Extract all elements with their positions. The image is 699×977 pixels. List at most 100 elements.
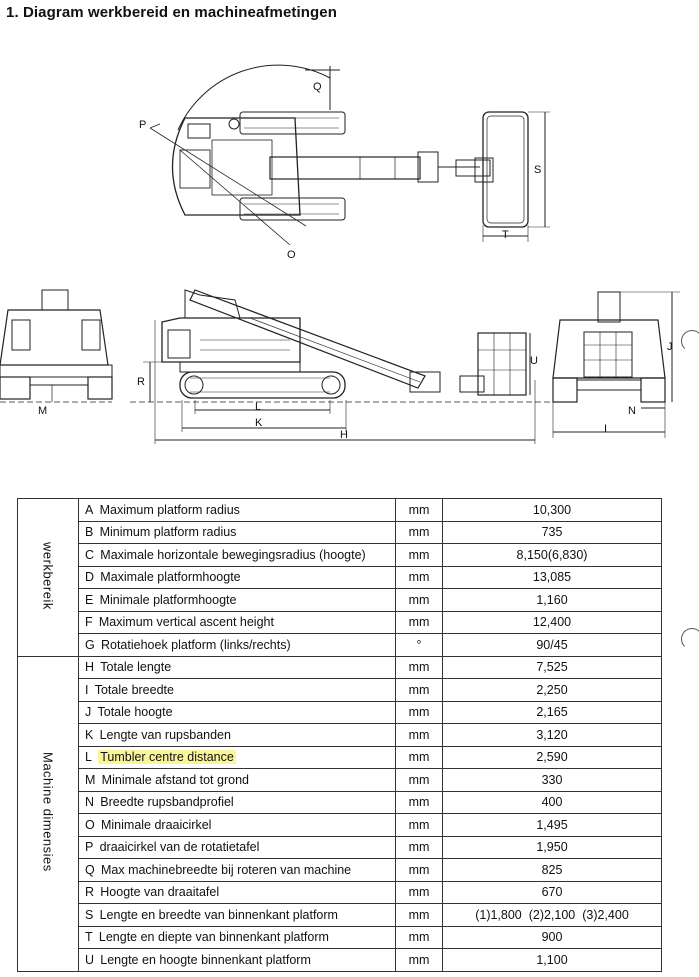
spec-label: Maximale platformhoogte bbox=[100, 570, 241, 585]
spec-label: draaicirkel van de rotatietafel bbox=[99, 840, 260, 855]
spec-value: 12,400 bbox=[442, 610, 662, 634]
spec-key: I bbox=[85, 682, 89, 697]
spec-label-cell: T Lengte en diepte van binnenkant platfo… bbox=[78, 925, 396, 949]
spec-value: 1,950 bbox=[442, 835, 662, 859]
binder-hole-mark bbox=[681, 628, 699, 650]
spec-key: C bbox=[85, 547, 95, 562]
machine-dimensions-diagram: Q P O S T M bbox=[0, 64, 680, 444]
spec-value: 670 bbox=[442, 880, 662, 904]
spec-value: 8,150(6,830) bbox=[442, 543, 662, 567]
spec-label-cell: J Totale hoogte bbox=[78, 700, 396, 724]
spec-key: R bbox=[85, 885, 95, 900]
spec-label-cell: N Breedte rupsbandprofiel bbox=[78, 790, 396, 814]
label-h: H bbox=[340, 429, 348, 441]
label-s: S bbox=[534, 164, 541, 176]
spec-key: J bbox=[85, 705, 92, 720]
spec-label: Hoogte van draaitafel bbox=[100, 885, 220, 900]
spec-value: (1)1,800 (2)2,100 (3)2,400 bbox=[442, 903, 662, 927]
group-label-cell: werkbereik bbox=[17, 498, 79, 657]
spec-label: Maximum platform radius bbox=[99, 502, 240, 517]
spec-value: 10,300 bbox=[442, 498, 662, 522]
spec-key: K bbox=[85, 727, 94, 742]
page-title: 1. Diagram werkbereid en machineafmeting… bbox=[6, 4, 337, 21]
spec-value: 330 bbox=[442, 768, 662, 792]
spec-label-cell: K Lengte van rupsbanden bbox=[78, 723, 396, 747]
spec-key: L bbox=[85, 750, 92, 765]
label-q: Q bbox=[313, 81, 322, 93]
binder-hole-mark bbox=[681, 330, 699, 352]
spec-label: Totale breedte bbox=[94, 682, 174, 697]
spec-key: D bbox=[85, 570, 95, 585]
spec-unit: mm bbox=[395, 880, 443, 904]
spec-unit: mm bbox=[395, 520, 443, 544]
spec-label-cell: I Totale breedte bbox=[78, 678, 396, 702]
spec-key: N bbox=[85, 795, 95, 810]
spec-label: Lengte van rupsbanden bbox=[99, 727, 231, 742]
spec-key: G bbox=[85, 637, 95, 652]
label-i: I bbox=[604, 423, 607, 435]
spec-key: F bbox=[85, 615, 93, 630]
spec-key: M bbox=[85, 772, 96, 787]
group-label: werkbereik bbox=[40, 541, 56, 610]
spec-label-cell: A Maximum platform radius bbox=[78, 498, 396, 522]
spec-label: Maximale horizontale bewegingsradius (ho… bbox=[100, 547, 366, 562]
spec-key: P bbox=[85, 840, 94, 855]
spec-value: 400 bbox=[442, 790, 662, 814]
spec-value: 735 bbox=[442, 520, 662, 544]
spec-label: Maximum vertical ascent height bbox=[98, 615, 274, 630]
rear-view: J N I bbox=[552, 291, 680, 438]
spec-label: Minimale draaicirkel bbox=[100, 817, 212, 832]
spec-unit: mm bbox=[395, 700, 443, 724]
group-label-cell: Machine dimensies bbox=[17, 655, 79, 972]
spec-value: 2,590 bbox=[442, 745, 662, 769]
spec-value: 2,250 bbox=[442, 678, 662, 702]
spec-label-cell: O Minimale draaicirkel bbox=[78, 813, 396, 837]
label-k: K bbox=[255, 417, 263, 429]
label-l: L bbox=[255, 401, 261, 413]
spec-key: Q bbox=[85, 862, 95, 877]
spec-key: B bbox=[85, 525, 94, 540]
spec-label-cell: D Maximale platformhoogte bbox=[78, 565, 396, 589]
table-row: Q Max machinebreedte bij roteren van mac… bbox=[18, 858, 662, 882]
spec-label-cell: F Maximum vertical ascent height bbox=[78, 610, 396, 634]
spec-label-cell: R Hoogte van draaitafel bbox=[78, 880, 396, 904]
spec-value: 7,525 bbox=[442, 655, 662, 679]
top-view: Q P O S T bbox=[139, 64, 550, 261]
table-row: S Lengte en breedte van binnenkant platf… bbox=[18, 903, 662, 927]
label-u: U bbox=[530, 355, 538, 367]
spec-value: 2,165 bbox=[442, 700, 662, 724]
spec-label-cell: M Minimale afstand tot grond bbox=[78, 768, 396, 792]
spec-label: Minimale afstand tot grond bbox=[101, 772, 249, 787]
spec-key: T bbox=[85, 930, 93, 945]
spec-value: 13,085 bbox=[442, 565, 662, 589]
spec-key: H bbox=[85, 660, 95, 675]
spec-label-cell: U Lengte en hoogte binnenkant platform bbox=[78, 948, 396, 972]
spec-label-cell: C Maximale horizontale bewegingsradius (… bbox=[78, 543, 396, 567]
spec-unit: mm bbox=[395, 498, 443, 522]
table-row: C Maximale horizontale bewegingsradius (… bbox=[18, 543, 662, 567]
side-view: R L K H U bbox=[130, 289, 560, 444]
label-p: P bbox=[139, 119, 146, 131]
spec-unit: mm bbox=[395, 745, 443, 769]
label-m: M bbox=[38, 405, 47, 417]
spec-label-cell: Q Max machinebreedte bij roteren van mac… bbox=[78, 858, 396, 882]
front-view-left: M bbox=[0, 289, 113, 417]
spec-unit: mm bbox=[395, 588, 443, 612]
spec-key: S bbox=[85, 907, 94, 922]
spec-key: O bbox=[85, 817, 95, 832]
table-row: G Rotatiehoek platform (links/rechts)°90… bbox=[18, 633, 662, 657]
spec-key: A bbox=[85, 502, 94, 517]
